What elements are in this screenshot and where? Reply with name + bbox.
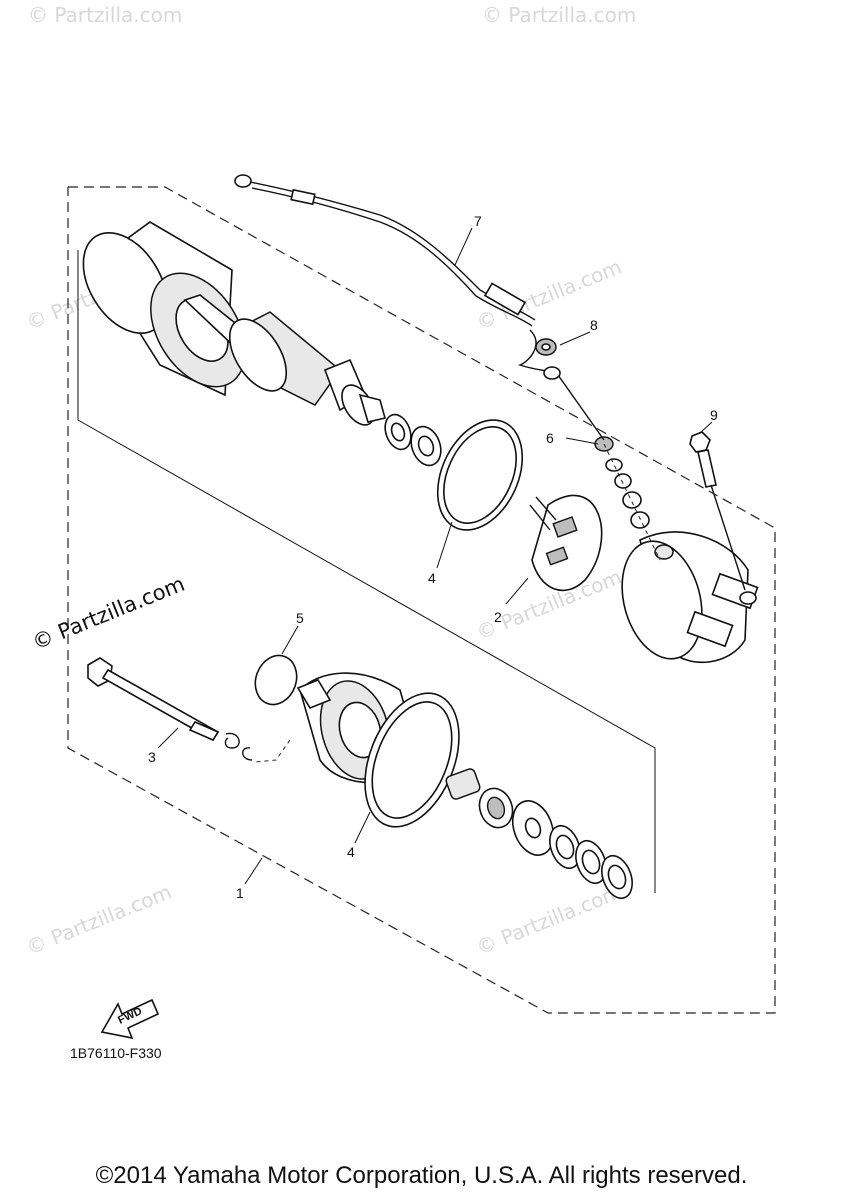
armature-shaft xyxy=(183,294,386,426)
nut-8 xyxy=(535,338,557,356)
through-bolt xyxy=(87,657,253,761)
leader-lines xyxy=(157,227,713,885)
o-ring-upper xyxy=(436,419,524,531)
watermark-text: © Partzilla.com xyxy=(23,880,175,960)
callout-2: 2 xyxy=(494,609,502,625)
watermark-text: © Partzilla.com xyxy=(473,880,625,960)
starter-yoke xyxy=(82,221,246,397)
bolt-9 xyxy=(689,431,746,591)
callout-1: 1 xyxy=(236,885,244,901)
callout-9: 9 xyxy=(710,407,718,423)
callout-6: 6 xyxy=(546,430,554,446)
assembly-boundary xyxy=(67,186,776,1014)
o-ring-lower xyxy=(364,692,460,828)
copyright-notice: ©2014 Yamaha Motor Corporation, U.S.A. A… xyxy=(95,1162,748,1189)
callout-4b: 4 xyxy=(347,844,355,860)
brush-holder xyxy=(529,494,603,592)
front-bearing-and-washers xyxy=(445,768,633,900)
armature-washers xyxy=(384,413,442,467)
fwd-arrow-icon: FWD xyxy=(100,998,160,1040)
o-ring-small xyxy=(254,654,298,706)
diagram-code: 1B76110-F330 xyxy=(70,1045,162,1061)
callout-4a: 4 xyxy=(428,570,436,586)
callout-8: 8 xyxy=(590,317,598,333)
callout-5: 5 xyxy=(296,610,304,626)
washer-stack xyxy=(557,374,661,561)
lead-wire xyxy=(234,174,561,380)
watermark-text: © Partzilla.com xyxy=(482,3,636,27)
watermark-text: © Partzilla.com xyxy=(28,3,182,27)
callout-labels: 1 2 3 4 4 5 6 7 8 9 xyxy=(148,213,718,901)
callout-7: 7 xyxy=(474,213,482,229)
assembly-frame xyxy=(77,250,656,893)
watermark-text-strong: © Partzilla.com xyxy=(29,572,188,655)
rear-cover xyxy=(621,531,759,664)
callout-3: 3 xyxy=(148,749,156,765)
